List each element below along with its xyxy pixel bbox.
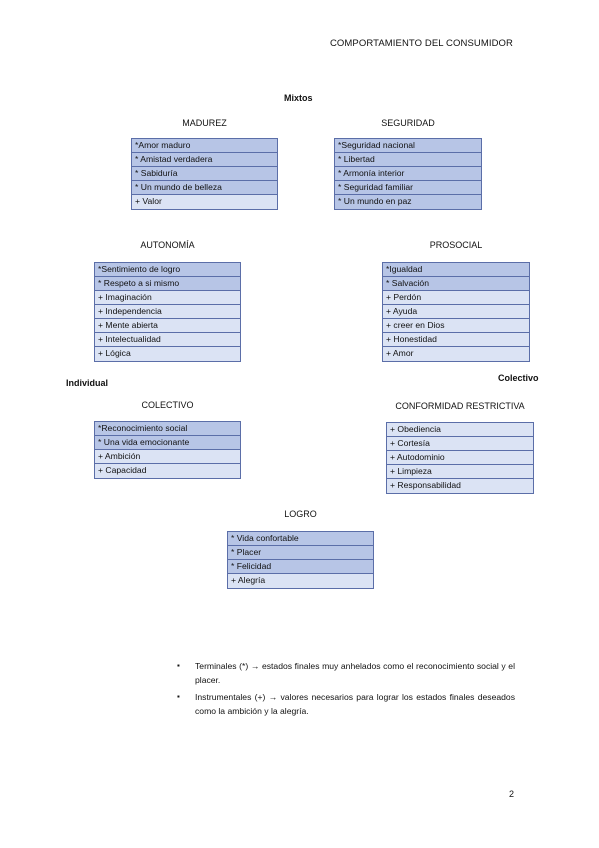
madurez-value-row: *Amor maduro — [132, 139, 277, 153]
colectivo-value-row: + Capacidad — [95, 464, 240, 478]
seguridad-value-row: * Libertad — [335, 153, 481, 167]
colectivo-table: *Reconocimiento social* Una vida emocion… — [94, 421, 241, 479]
seguridad-value-row: *Seguridad nacional — [335, 139, 481, 153]
madurez-title: MADUREZ — [182, 118, 227, 128]
conformidad-title: CONFORMIDAD RESTRICTIVA — [395, 401, 525, 411]
madurez-value-row: * Un mundo de belleza — [132, 181, 277, 195]
mixtos-label: Mixtos — [284, 93, 313, 103]
logro-value-row: * Felicidad — [228, 560, 373, 574]
colectivo-value-row: *Reconocimiento social — [95, 422, 240, 436]
prosocial-value-row: + Amor — [383, 347, 529, 361]
logro-value-row: * Placer — [228, 546, 373, 560]
autonomia-table: *Sentimiento de logro* Respeto a si mism… — [94, 262, 241, 362]
logro-value-row: + Alegría — [228, 574, 373, 588]
conformidad-value-row: + Autodominio — [387, 451, 533, 465]
autonomia-value-row: + Independencia — [95, 305, 240, 319]
madurez-value-row: * Sabiduría — [132, 167, 277, 181]
autonomia-value-row: + Mente abierta — [95, 319, 240, 333]
legend-notes: ▪ Terminales (*) → estados finales muy a… — [175, 659, 515, 721]
autonomia-value-row: * Respeto a si mismo — [95, 277, 240, 291]
bullet-icon: ▪ — [177, 661, 180, 670]
conformidad-table: + Obediencia+ Cortesía+ Autodominio+ Lim… — [386, 422, 534, 494]
seguridad-table: *Seguridad nacional* Libertad* Armonía i… — [334, 138, 482, 210]
logro-value-row: * Vida confortable — [228, 532, 373, 546]
prosocial-value-row: + Perdón — [383, 291, 529, 305]
logro-title: LOGRO — [284, 509, 317, 519]
prosocial-value-row: + Ayuda — [383, 305, 529, 319]
note-terminales: ▪ Terminales (*) → estados finales muy a… — [175, 659, 515, 687]
prosocial-value-row: + Honestidad — [383, 333, 529, 347]
note-text: Instrumentales (+) → valores necesarios … — [195, 692, 515, 716]
bullet-icon: ▪ — [177, 692, 180, 701]
prosocial-value-row: + creer en Dios — [383, 319, 529, 333]
autonomia-value-row: *Sentimiento de logro — [95, 263, 240, 277]
conformidad-value-row: + Limpieza — [387, 465, 533, 479]
prosocial-table: *Igualdad* Salvación+ Perdón+ Ayuda+ cre… — [382, 262, 530, 362]
individual-label: Individual — [66, 378, 109, 388]
page-number: 2 — [509, 789, 515, 799]
colectivo-value-row: + Ambición — [95, 450, 240, 464]
prosocial-value-row: *Igualdad — [383, 263, 529, 277]
conformidad-value-row: + Cortesía — [387, 437, 533, 451]
seguridad-title: SEGURIDAD — [381, 118, 435, 128]
prosocial-value-row: * Salvación — [383, 277, 529, 291]
prosocial-title: PROSOCIAL — [429, 240, 483, 250]
seguridad-value-row: * Seguridad familiar — [335, 181, 481, 195]
madurez-value-row: + Valor — [132, 195, 277, 209]
autonomia-value-row: + Intelectualidad — [95, 333, 240, 347]
conformidad-value-row: + Obediencia — [387, 423, 533, 437]
seguridad-value-row: * Un mundo en paz — [335, 195, 481, 209]
colectivo-title: COLECTIVO — [141, 400, 194, 410]
note-text: Terminales (*) → estados finales muy anh… — [195, 661, 515, 685]
conformidad-value-row: + Responsabilidad — [387, 479, 533, 493]
autonomia-value-row: + Lógica — [95, 347, 240, 361]
colectivo-value-row: * Una vida emocionante — [95, 436, 240, 450]
autonomia-value-row: + Imaginación — [95, 291, 240, 305]
running-header: COMPORTAMIENTO DEL CONSUMIDOR — [329, 38, 513, 49]
madurez-value-row: * Amistad verdadera — [132, 153, 277, 167]
madurez-table: *Amor maduro* Amistad verdadera* Sabidur… — [131, 138, 278, 210]
autonomia-title: AUTONOMÍA — [140, 240, 195, 250]
logro-table: * Vida confortable* Placer* Felicidad+ A… — [227, 531, 374, 589]
seguridad-value-row: * Armonía interior — [335, 167, 481, 181]
note-instrumentales: ▪ Instrumentales (+) → valores necesario… — [175, 690, 515, 718]
colectivo-label: Colectivo — [498, 373, 539, 383]
